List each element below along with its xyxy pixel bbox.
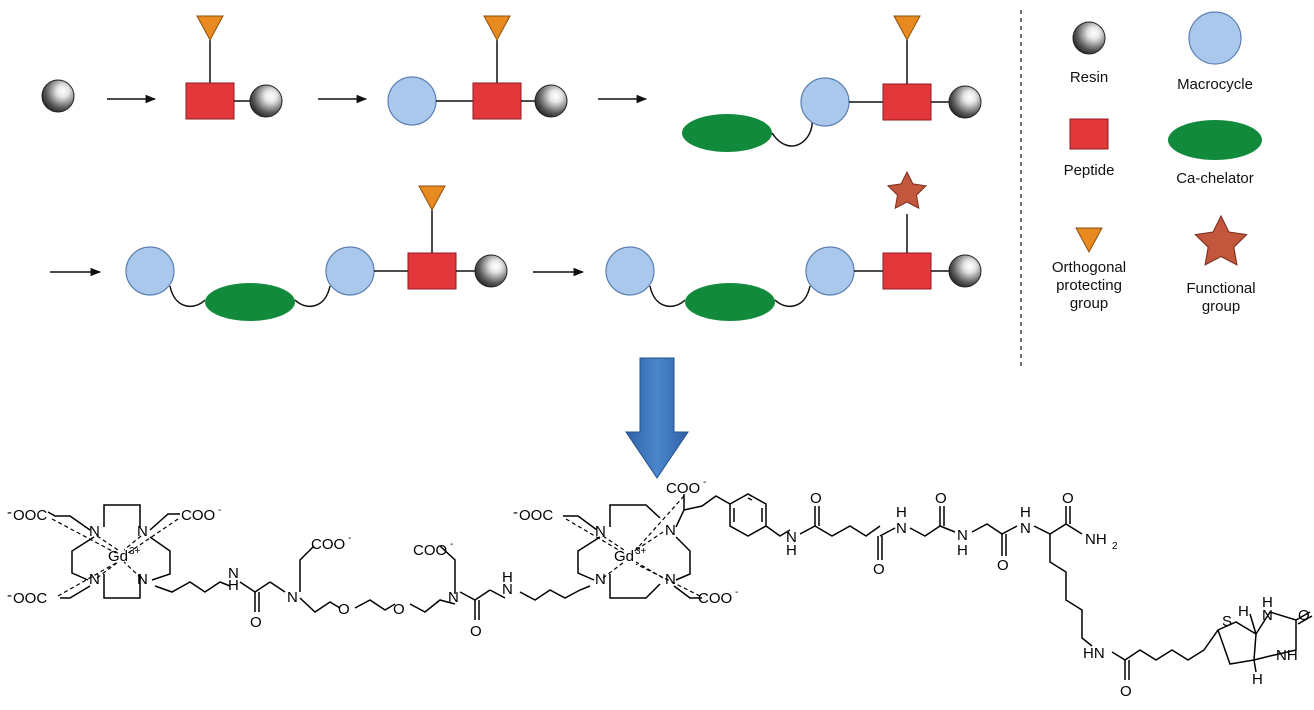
linker-hn2-h: H xyxy=(502,569,513,586)
left-gd: Gd xyxy=(108,548,128,565)
pep-o1: O xyxy=(810,490,822,507)
legend-ca-chelator-symbol xyxy=(1168,120,1262,160)
right-top-coo: COO xyxy=(666,480,700,497)
legend-resin-symbol xyxy=(1072,21,1106,55)
legend-resin-label: Resin xyxy=(1070,69,1108,86)
resin-step1 xyxy=(41,79,75,113)
legend-peptide-symbol xyxy=(1069,118,1109,150)
legend-functional-label-2: group xyxy=(1202,298,1240,315)
left-gd-complex xyxy=(47,504,231,599)
construct-step5 xyxy=(125,185,508,321)
legend-macrocycle-symbol xyxy=(1188,11,1242,65)
biotin-n-top: N xyxy=(1262,607,1273,624)
pep-h2: H xyxy=(896,504,907,521)
left-top-coo: COO xyxy=(181,507,215,524)
pep-n2: N xyxy=(896,520,907,537)
right-bottom-coo-minus: - xyxy=(735,587,738,598)
legend-macrocycle-label: Macrocycle xyxy=(1177,76,1253,93)
linker-o4: O xyxy=(470,623,482,640)
pep-o2: O xyxy=(873,561,885,578)
linker-o1: O xyxy=(250,614,262,631)
construct-step3 xyxy=(387,15,568,126)
legend-peptide-label: Peptide xyxy=(1064,162,1115,179)
right-gd: Gd xyxy=(614,548,634,565)
pep-o5: O xyxy=(1062,490,1074,507)
biotin-h-bottom: H xyxy=(1252,671,1263,688)
linker-hn1-n: N xyxy=(228,565,239,582)
linker-n1: N xyxy=(287,589,298,606)
left-n3: N xyxy=(89,571,100,588)
legend-orthogonal-symbol xyxy=(1075,227,1103,254)
down-arrow xyxy=(625,357,689,479)
left-top-coo-minus: - xyxy=(218,505,221,516)
biotin-o: O xyxy=(1120,683,1132,700)
linker-coo1: COO xyxy=(311,536,345,553)
pep-nh2: NH xyxy=(1085,531,1107,548)
pep-nh2-sub: 2 xyxy=(1112,541,1118,552)
pep-o4: O xyxy=(997,557,1009,574)
right-gd-charge: 3+ xyxy=(635,546,647,557)
right-gd-complex xyxy=(563,493,791,599)
right-n3: N xyxy=(595,571,606,588)
left-n1: N xyxy=(89,523,100,540)
pep-h1: H xyxy=(786,542,797,559)
linker-coo2-minus: - xyxy=(450,539,453,550)
peptide-chain xyxy=(799,506,1313,680)
biotin-n-top-h: H xyxy=(1262,594,1273,611)
right-top-coo-minus: - xyxy=(703,477,706,488)
left-top-ooc: OOC xyxy=(13,507,47,524)
chemical-structure: - OOC COO - - OOC N N N N Gd 3+ H xyxy=(7,477,1313,700)
pep-n4: N xyxy=(1020,520,1031,537)
left-gd-charge: 3+ xyxy=(129,546,141,557)
legend-orthogonal-label-2: protecting xyxy=(1056,277,1122,294)
linker-hn2-n: N xyxy=(502,581,513,598)
central-linker xyxy=(239,545,591,620)
pep-h3: H xyxy=(957,542,968,559)
pep-n1: N xyxy=(786,529,797,546)
biotin-o-carbonyl: O xyxy=(1298,607,1310,624)
pep-n3: N xyxy=(957,527,968,544)
biotin-hn: HN xyxy=(1083,645,1105,662)
left-n2: N xyxy=(137,523,148,540)
pep-h4: H xyxy=(1020,504,1031,521)
legend-orthogonal-label-3: group xyxy=(1070,295,1108,312)
left-n4: N xyxy=(137,571,148,588)
construct-step4 xyxy=(682,15,982,152)
construct-step2 xyxy=(185,15,283,120)
biotin-h-top: H xyxy=(1238,603,1249,620)
right-top-ooc: OOC xyxy=(519,507,553,524)
linker-o3: O xyxy=(393,601,405,618)
biotin-s: S xyxy=(1222,613,1232,630)
legend-functional-symbol xyxy=(1194,214,1248,266)
linker-coo1-minus: - xyxy=(348,533,351,544)
right-n1: N xyxy=(595,523,606,540)
linker-coo2: COO xyxy=(413,542,447,559)
left-bottom-ooc-minus: - xyxy=(7,587,12,604)
linker-n2: N xyxy=(448,589,459,606)
legend-ca-chelator-label: Ca-chelator xyxy=(1176,170,1254,187)
right-bottom-coo: COO xyxy=(698,590,732,607)
left-top-ooc-minus: - xyxy=(7,504,12,521)
legend-functional-label-1: Functional xyxy=(1186,280,1255,297)
pep-o3: O xyxy=(935,490,947,507)
linker-o2: O xyxy=(338,601,350,618)
construct-step6 xyxy=(605,171,982,321)
linker-hn1-h: H xyxy=(228,577,239,594)
biotin-nh: NH xyxy=(1276,647,1298,664)
right-n4: N xyxy=(665,571,676,588)
left-bottom-ooc: OOC xyxy=(13,590,47,607)
right-n2: N xyxy=(665,522,676,539)
legend-orthogonal-label-1: Orthogonal xyxy=(1052,259,1126,276)
right-top-ooc-minus: - xyxy=(513,504,518,521)
